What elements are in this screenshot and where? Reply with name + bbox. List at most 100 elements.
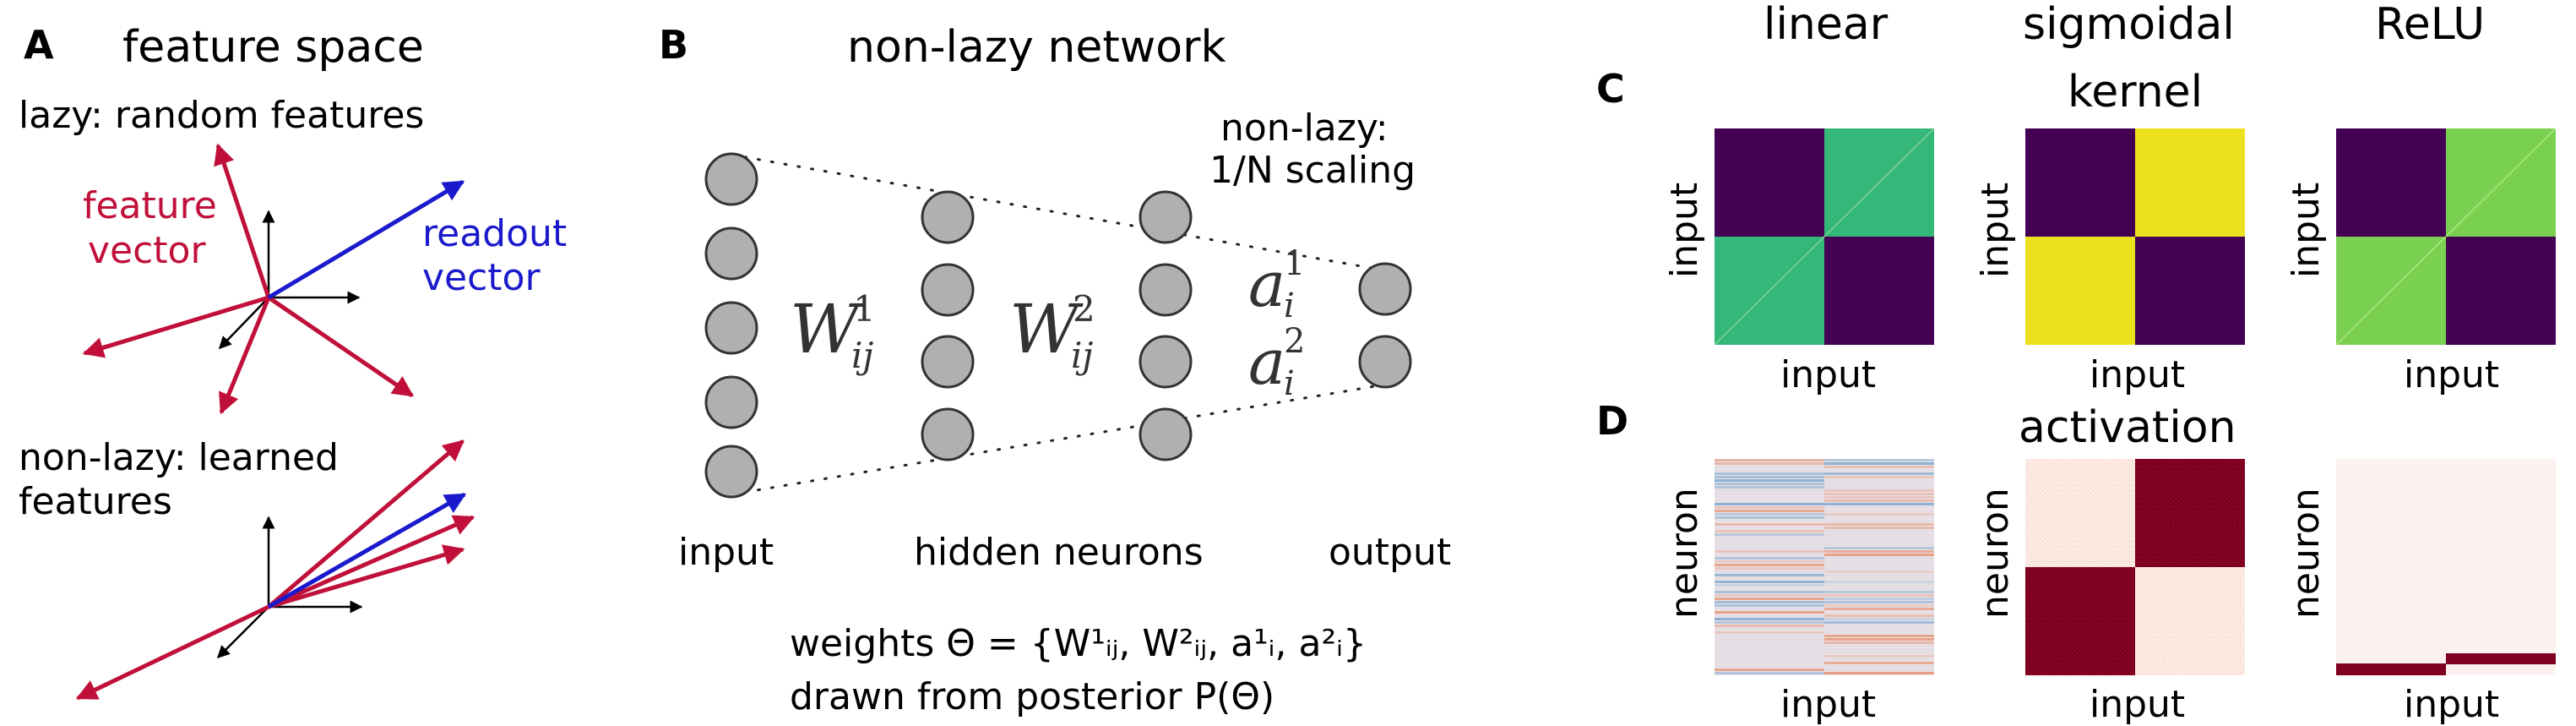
- activation-streak: [1824, 638, 1934, 641]
- activation-streak: [1715, 594, 1824, 597]
- activation-streak: [1715, 648, 1824, 651]
- activation-streak: [1715, 523, 1824, 526]
- activation-streak: [1715, 550, 1824, 553]
- sigmoidal-kernel-xlabel: input: [2090, 353, 2186, 396]
- activation-streak: [1715, 554, 1824, 556]
- activation-streak: [1715, 493, 1824, 495]
- activation-streak: [1824, 621, 1934, 624]
- activation-streak: [1824, 631, 1934, 634]
- relu-kernel-ylabel: input: [2285, 182, 2328, 278]
- activation-streak: [1824, 510, 1934, 512]
- nonlazy-label-line2: features: [19, 480, 172, 523]
- activation-streak: [1824, 577, 1934, 580]
- activation-streak: [1824, 567, 1934, 570]
- weights-line: weights Θ = {W¹ᵢⱼ, W²ᵢⱼ, a¹ᵢ, a²ᵢ}: [790, 622, 1367, 665]
- nonlazy-label-line1: non-lazy: learned: [19, 436, 339, 479]
- activation-streak: [1715, 462, 1824, 465]
- activation-streak: [1824, 479, 1934, 482]
- activation-streak: [1715, 621, 1824, 624]
- activation-subtitle: activation: [2019, 402, 2236, 453]
- activation-streak: [1715, 672, 1824, 674]
- sigmoidal-activation-xlabel: input: [2090, 683, 2186, 726]
- activation-streak: [1715, 598, 1824, 600]
- linear-activation-ylabel: neuron: [1663, 488, 1706, 619]
- activation-streak: [1715, 652, 1824, 654]
- activation-streak: [1824, 520, 1934, 522]
- panel-d-letter: D: [1596, 398, 1629, 444]
- activation-streak: [1715, 537, 1824, 539]
- activation-streak: [1715, 669, 1824, 671]
- activation-streak: [1824, 550, 1934, 553]
- input-layer-label: input: [678, 531, 774, 574]
- activation-streak: [1824, 557, 1934, 560]
- a2-subscript: i: [1284, 364, 1295, 403]
- activation-streak: [1824, 516, 1934, 519]
- activation-streak: [1824, 537, 1934, 539]
- activation-streak: [1824, 655, 1934, 658]
- panel-b-letter: B: [659, 22, 689, 68]
- output-layer-label: output: [1329, 531, 1452, 574]
- activation-streak: [1824, 652, 1934, 654]
- activation-streak: [1824, 547, 1934, 549]
- activation-streak: [1824, 662, 1934, 664]
- readout-vector-label-line2: vector: [422, 256, 541, 299]
- activation-streak: [1824, 530, 1934, 532]
- activation-streak: [1824, 499, 1934, 502]
- linear-kernel-xlabel: input: [1780, 353, 1877, 396]
- activation-streak: [1715, 658, 1824, 661]
- activation-streak: [1715, 665, 1824, 668]
- activation-streak: [1824, 618, 1934, 620]
- activation-streak: [1824, 658, 1934, 661]
- lazy-feature-vectors: [82, 143, 415, 415]
- a1-subscript: i: [1284, 287, 1295, 325]
- a1-symbol: a: [1248, 248, 1286, 321]
- activation-streak: [1715, 581, 1824, 583]
- sigmoidal-title: sigmoidal: [2023, 0, 2235, 50]
- panel-a-letter: A: [24, 22, 54, 68]
- activation-streak: [1715, 564, 1824, 566]
- posterior-line: drawn from posterior P(Θ): [790, 675, 1275, 718]
- input-nodes: [704, 152, 758, 499]
- activation-streak: [1824, 543, 1934, 546]
- relu-kernel-xlabel: input: [2404, 353, 2500, 396]
- activation-streak: [1715, 625, 1824, 627]
- readout-vector-label-line1: readout: [422, 212, 568, 255]
- activation-streak: [1715, 479, 1824, 482]
- activation-streak: [1824, 483, 1934, 485]
- feature-vector-label-line2: vector: [88, 229, 206, 272]
- activation-streak: [1824, 581, 1934, 583]
- kernel-subtitle: kernel: [2068, 67, 2204, 117]
- activation-streak: [1824, 496, 1934, 499]
- activation-streak: [1824, 527, 1934, 529]
- activation-streak: [1824, 533, 1934, 536]
- activation-streak: [1715, 527, 1824, 529]
- activation-streak: [1715, 506, 1824, 509]
- linear-kernel-heatmap: [1715, 128, 1934, 345]
- activation-streak: [1715, 543, 1824, 546]
- activation-streak: [1715, 591, 1824, 593]
- activation-streak: [1824, 462, 1934, 465]
- w1-subscript: ij: [851, 335, 874, 376]
- activation-streak: [1824, 513, 1934, 516]
- activation-streak: [1715, 587, 1824, 590]
- activation-streak: [1715, 577, 1824, 580]
- lazy-label: lazy: random features: [19, 94, 425, 137]
- a2-symbol: a: [1248, 326, 1286, 399]
- activation-streak: [1715, 489, 1824, 492]
- activation-streak: [1824, 669, 1934, 671]
- activation-streak: [1824, 570, 1934, 573]
- activation-streak: [1715, 635, 1824, 637]
- output-nodes: [1358, 262, 1412, 389]
- a1-superscript: 1: [1284, 244, 1306, 283]
- linear-kernel-ylabel: input: [1663, 182, 1706, 278]
- activation-streak: [1715, 614, 1824, 617]
- w2-subscript: ij: [1071, 335, 1094, 376]
- activation-streak: [1824, 672, 1934, 674]
- activation-streak: [1715, 547, 1824, 549]
- activation-streak: [1715, 513, 1824, 516]
- activation-streak: [1824, 574, 1934, 576]
- hidden-layer-label: hidden neurons: [914, 531, 1204, 574]
- activation-streak: [1824, 601, 1934, 603]
- activation-streak: [1715, 662, 1824, 664]
